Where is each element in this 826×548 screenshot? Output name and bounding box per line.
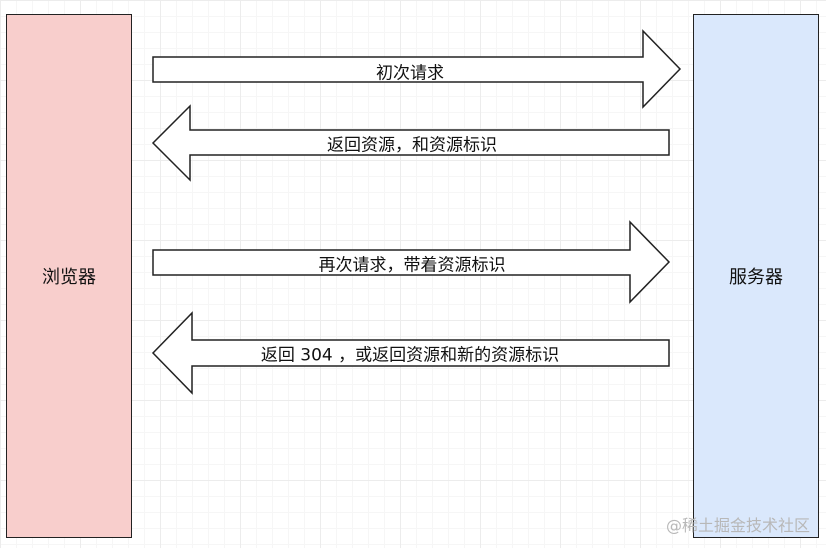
- arrow-label-3: 再次请求，带着资源标识: [318, 255, 506, 276]
- request-arrow-2: [152, 220, 671, 304]
- request-arrow-1: [152, 29, 682, 109]
- arrow-label-4: 返回 304 ，或返回资源和新的资源标识: [260, 345, 560, 366]
- response-arrow-2: [151, 311, 670, 395]
- server-node: 服务器: [693, 14, 819, 538]
- browser-label: 浏览器: [42, 267, 96, 288]
- arrow-label-2: 返回资源，和资源标识: [327, 135, 497, 156]
- arrow-label-1: 初次请求: [376, 63, 444, 84]
- browser-node: 浏览器: [6, 14, 132, 538]
- server-label: 服务器: [729, 267, 783, 288]
- watermark: @稀土掘金技术社区: [665, 516, 810, 535]
- response-arrow-1: [151, 104, 670, 182]
